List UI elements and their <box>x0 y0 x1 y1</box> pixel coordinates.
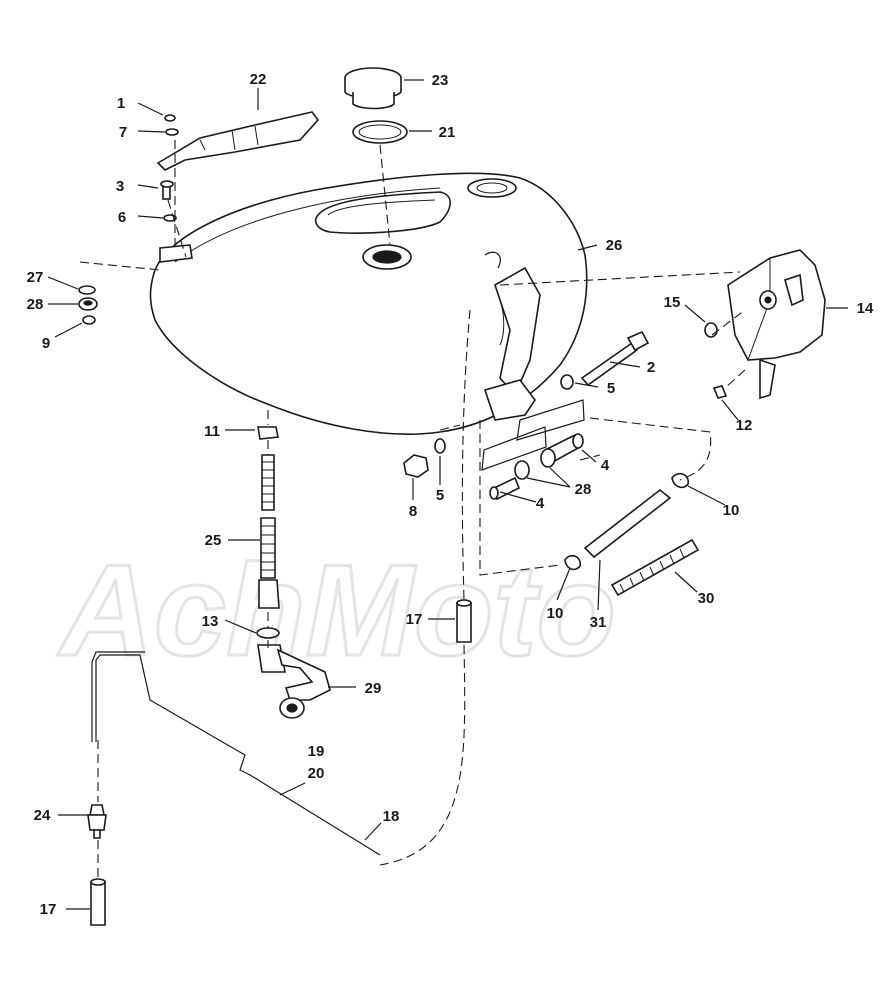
sleeve-17b-top <box>90 878 106 886</box>
callout-14: 14 <box>857 300 874 317</box>
mount-bracket-box <box>481 399 585 471</box>
callout-1: 1 <box>117 95 125 112</box>
callout-2: 2 <box>647 359 655 376</box>
cap-gasket <box>352 120 408 144</box>
hardware-left <box>78 285 98 325</box>
sleeve-17a-top <box>456 599 472 607</box>
console-bracket <box>156 111 320 171</box>
callout-28a: 28 <box>27 296 44 313</box>
callout-29: 29 <box>365 680 382 697</box>
alignment-lines <box>79 140 746 880</box>
callout-24: 24 <box>34 807 51 824</box>
callout-31: 31 <box>590 614 607 631</box>
callout-26: 26 <box>606 237 623 254</box>
callout-5a: 5 <box>607 380 615 397</box>
fuel-cap <box>344 67 402 110</box>
callout-11: 11 <box>204 423 220 440</box>
hardware-center <box>403 433 584 501</box>
callout-28b: 28 <box>575 481 592 498</box>
clamp-10a <box>671 472 689 489</box>
callout-12: 12 <box>736 417 753 434</box>
watermark: AchMoto <box>56 536 618 685</box>
callout-17a: 17 <box>406 611 423 628</box>
callout-8: 8 <box>409 503 417 520</box>
callout-20: 20 <box>308 765 325 782</box>
callout-9: 9 <box>42 335 50 352</box>
screw-12 <box>712 385 728 399</box>
rod-18-edge <box>91 651 145 742</box>
callout-10b: 10 <box>547 605 564 622</box>
fuel-line-assembly <box>256 426 331 719</box>
callout-25: 25 <box>205 532 222 549</box>
callout-3: 3 <box>116 178 124 195</box>
side-cover <box>727 249 826 400</box>
callout-5b: 5 <box>436 487 444 504</box>
callout-7: 7 <box>119 124 127 141</box>
callout-labels: 1 7 22 23 21 3 6 26 27 28 9 15 14 2 5 12… <box>27 71 874 918</box>
clamp-10b <box>564 554 581 571</box>
callout-13: 13 <box>202 613 219 630</box>
watermark-text: AchMoto <box>57 537 616 683</box>
leader-lines <box>47 79 848 910</box>
washer-15 <box>704 322 718 338</box>
fitting-24 <box>87 804 107 839</box>
callout-27: 27 <box>27 269 44 286</box>
callout-6: 6 <box>118 209 126 226</box>
callout-22: 22 <box>250 71 267 88</box>
callout-4a: 4 <box>601 457 610 474</box>
sleeve-17a <box>456 602 472 643</box>
callout-19: 19 <box>308 743 325 760</box>
callout-30: 30 <box>698 590 715 607</box>
washer-5a <box>560 374 574 390</box>
callout-10a: 10 <box>723 502 740 519</box>
hose-31 <box>583 488 672 559</box>
fuel-tank <box>149 172 588 435</box>
long-bolt <box>580 330 650 387</box>
callout-15: 15 <box>664 294 681 311</box>
callout-4b: 4 <box>536 495 545 512</box>
spring-30 <box>610 538 700 597</box>
callout-21: 21 <box>439 124 456 141</box>
callout-18: 18 <box>383 808 400 825</box>
callout-23: 23 <box>432 72 449 89</box>
hardware-upper-left <box>159 114 193 263</box>
sleeve-17b <box>90 881 106 926</box>
rod-18 <box>95 654 381 856</box>
callout-17b: 17 <box>40 901 57 918</box>
